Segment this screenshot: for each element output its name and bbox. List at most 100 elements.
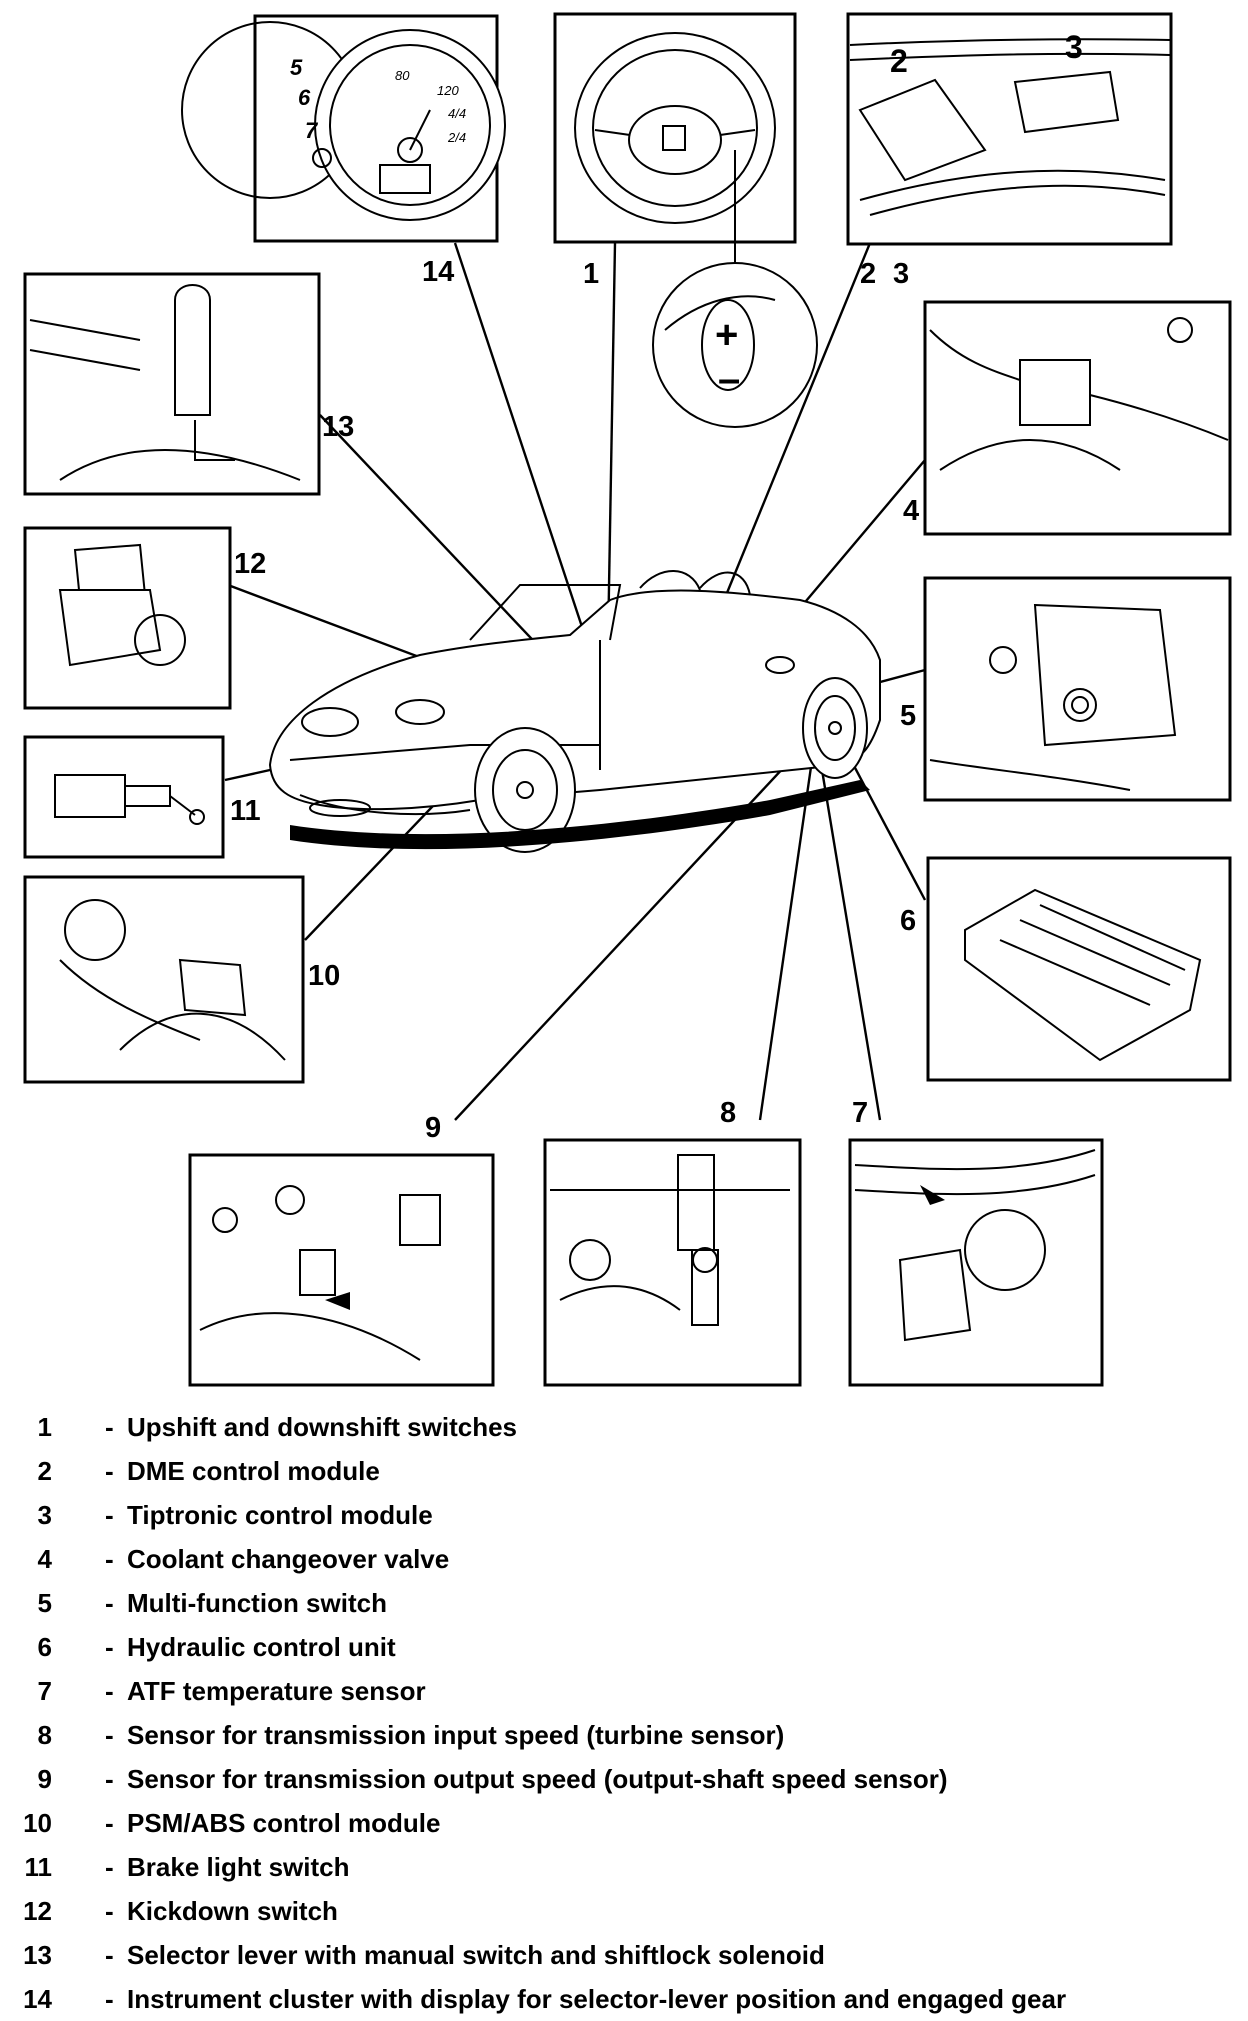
- legend-number: 8: [37, 1720, 52, 1750]
- legend-item: 4 -Coolant changeover valve: [0, 1537, 1200, 1581]
- legend-number: 14: [23, 1984, 52, 2014]
- legend-number: 1: [37, 1412, 52, 1442]
- legend-label: ATF temperature sensor: [127, 1676, 426, 1706]
- gauge-number: 120: [437, 83, 459, 98]
- leader-7: [820, 769, 882, 1121]
- legend-number: 9: [37, 1764, 52, 1794]
- inset-9-output-speed-sensor: [188, 1153, 495, 1387]
- legend-number: 4: [37, 1544, 52, 1574]
- rear-wheel: [802, 677, 868, 779]
- legend-item: 10 -PSM/ABS control module: [0, 1801, 1200, 1845]
- callout-5: 5: [900, 700, 916, 732]
- legend-separator: -: [105, 1720, 114, 1750]
- inset-10-psm-abs-module: [23, 875, 305, 1084]
- callout-11: 11: [230, 795, 261, 827]
- legend-item: 5-Multi-function switch: [0, 1581, 1200, 1625]
- legend-number: 10: [23, 1808, 52, 1838]
- callout-1: 1: [583, 258, 599, 290]
- gauge-number: 6: [298, 85, 311, 110]
- car-illustration: [268, 570, 881, 853]
- callout-12: 12: [234, 548, 266, 580]
- legend-label: Sensor for transmission output speed (ou…: [127, 1764, 948, 1794]
- gauge-number: 7: [305, 118, 319, 143]
- legend-label: Coolant changeover valve: [127, 1544, 450, 1574]
- legend-item: 1 -Upshift and downshift switches: [0, 1405, 1200, 1449]
- legend-number: 3: [37, 1500, 52, 1530]
- module-3-label: 3: [1065, 29, 1083, 65]
- legend-number: 5: [37, 1588, 52, 1618]
- callout-2: 2: [860, 258, 876, 290]
- legend-item: 13-Selector lever with manual switch and…: [0, 1933, 1200, 1977]
- inset-13-selector-lever: [23, 272, 321, 496]
- tiptronic-module-shape: [1013, 70, 1120, 134]
- legend-label: Instrument cluster with display for sele…: [127, 1984, 1067, 2014]
- legend-label: Tiptronic control module: [127, 1500, 433, 1530]
- inset-5-multifunction-switch: [923, 576, 1232, 802]
- legend-label: DME control module: [127, 1456, 380, 1486]
- paddle-minus-label: –: [718, 357, 740, 401]
- front-wheel: [474, 727, 576, 853]
- legend-separator: -: [105, 1588, 114, 1618]
- callout-6: 6: [900, 905, 916, 937]
- legend-item: 12 -Kickdown switch: [0, 1889, 1200, 1933]
- legend-item: 11 -Brake light switch: [0, 1845, 1200, 1889]
- legend-separator: -: [105, 1412, 114, 1442]
- legend-label: Kickdown switch: [127, 1896, 338, 1926]
- leader-1: [606, 242, 617, 646]
- callout-4: 4: [903, 495, 919, 527]
- legend-item: 14 -Instrument cluster with display for s…: [0, 1977, 1200, 2021]
- legend-separator: -: [105, 1456, 114, 1486]
- legend-number: 13: [23, 1940, 52, 1970]
- gauge-number: 5: [290, 55, 303, 80]
- dme-module-shape: [858, 78, 987, 182]
- leader-2-3: [718, 242, 872, 611]
- legend-separator: -: [105, 1632, 114, 1662]
- component-location-diagram: 5 6 7 80 120 4/4 2/4 + – 2 3: [23, 12, 1232, 1387]
- legend-label: PSM/ABS control module: [127, 1808, 441, 1838]
- inset-7-atf-sensor: [848, 1138, 1104, 1387]
- legend-label: Sensor for transmission input speed (tur…: [127, 1720, 785, 1750]
- inset-8-input-speed-sensor: [543, 1138, 802, 1387]
- leader-4: [789, 459, 926, 621]
- legend-separator: -: [105, 1808, 114, 1838]
- inset-4-coolant-valve: [923, 300, 1232, 536]
- inset-12-kickdown-switch: [23, 526, 232, 710]
- inset-11-brake-light-switch: [23, 735, 225, 859]
- legend-item: 2 -DME control module: [0, 1449, 1200, 1493]
- legend-number: 6: [37, 1632, 52, 1662]
- legend-separator: -: [105, 1984, 114, 2014]
- inset-1-steering-wheel: + –: [553, 12, 818, 428]
- legend-separator: -: [105, 1676, 114, 1706]
- legend-number: 12: [23, 1896, 52, 1926]
- legend-separator: -: [105, 1852, 114, 1882]
- leader-14: [453, 242, 590, 646]
- inset-2-3-control-modules: 2 3: [846, 12, 1173, 246]
- inset-6-hydraulic-unit: [926, 856, 1232, 1082]
- legend-number: 11: [24, 1852, 53, 1882]
- legend-item: 8 -Sensor for transmission input speed (t…: [0, 1713, 1200, 1757]
- legend-separator: -: [105, 1544, 114, 1574]
- legend-separator: -: [105, 1896, 114, 1926]
- paddle-plus-label: +: [715, 313, 738, 357]
- legend-label: Upshift and downshift switches: [127, 1412, 518, 1442]
- legend-item: 9 -Sensor for transmission output speed (…: [0, 1757, 1200, 1801]
- callout-10: 10: [308, 960, 340, 992]
- inset-14-instrument-cluster: 5 6 7 80 120 4/4 2/4: [181, 14, 506, 243]
- legend-item: 3 -Tiptronic control module: [0, 1493, 1200, 1537]
- legend-label: Hydraulic control unit: [127, 1632, 396, 1662]
- legend-separator: -: [105, 1500, 114, 1530]
- legend-label: Selector lever with manual switch and sh…: [127, 1940, 825, 1970]
- legend-label: Brake light switch: [127, 1852, 350, 1882]
- callout-13: 13: [322, 411, 354, 443]
- legend-separator: -: [105, 1764, 114, 1794]
- callout-9: 9: [425, 1112, 441, 1144]
- callout-7: 7: [852, 1097, 868, 1129]
- callout-numbers: 14 1 2 3 13 4 12 5 11 6 10 9 8 7: [230, 256, 919, 1144]
- gauge-number: 2/4: [447, 130, 466, 145]
- callout-8: 8: [720, 1097, 736, 1129]
- gauge-number: 80: [395, 68, 410, 83]
- callout-14: 14: [422, 256, 454, 288]
- legend-number: 2: [37, 1456, 52, 1486]
- module-2-label: 2: [890, 43, 908, 79]
- callout-3: 3: [893, 258, 909, 290]
